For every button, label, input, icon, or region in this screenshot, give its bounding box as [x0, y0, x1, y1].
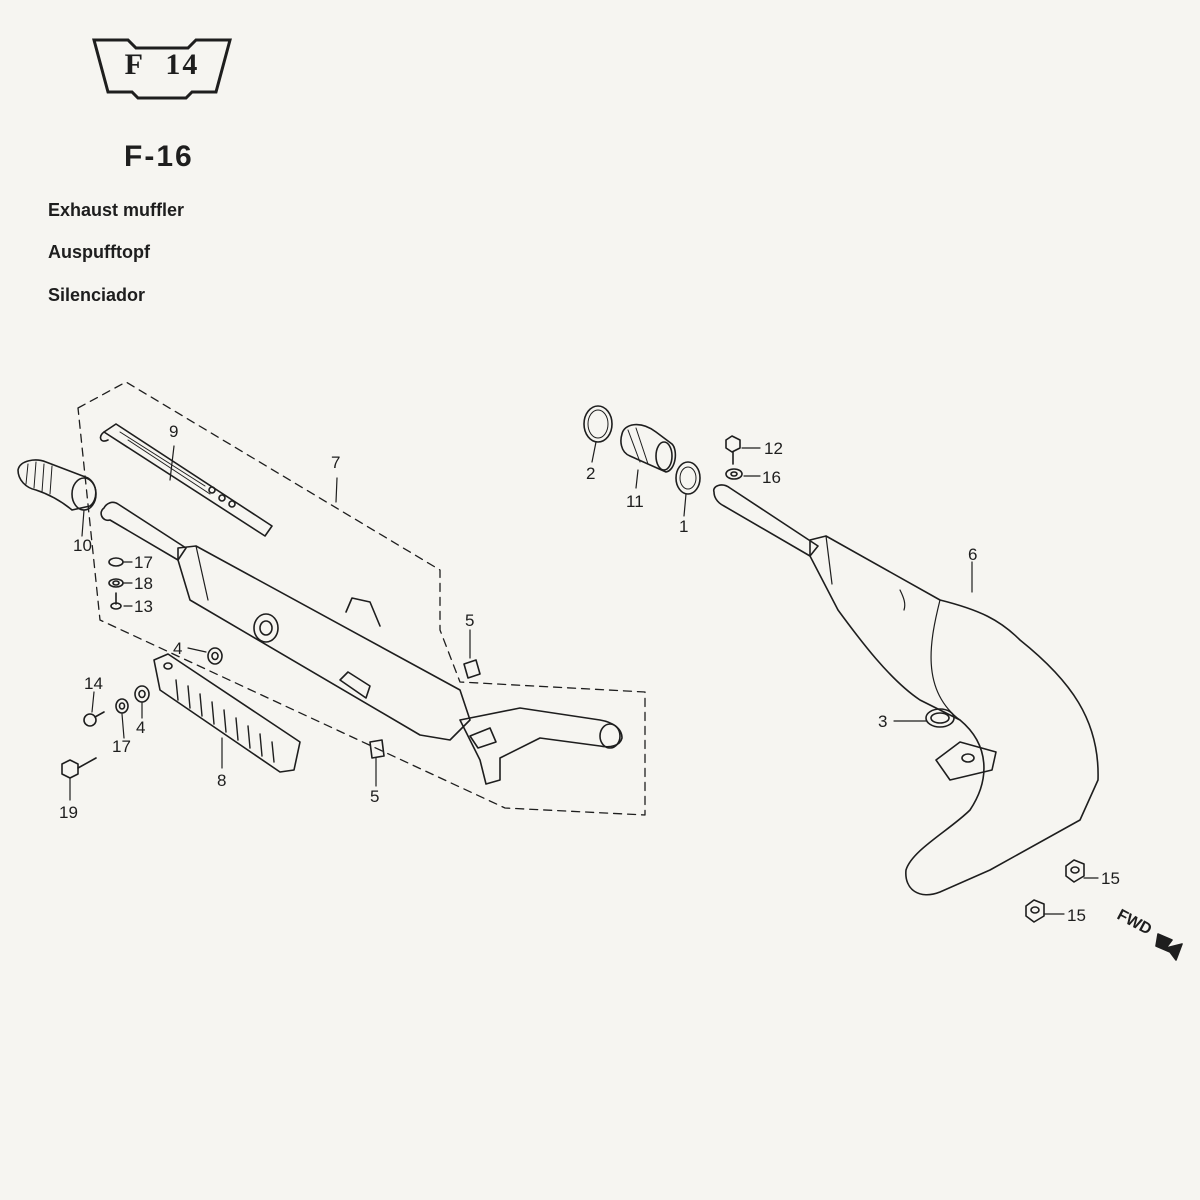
fwd-label: FWD — [1114, 907, 1154, 939]
callout-13: 13 — [134, 597, 153, 616]
part-rear-muffler — [100, 501, 623, 785]
callout-15b: 15 — [1067, 906, 1086, 925]
title-spanish: Silenciador — [48, 285, 146, 305]
badge-frame — [92, 38, 232, 100]
callout-10: 10 — [73, 536, 92, 555]
part-expansion-chamber — [712, 484, 1099, 896]
callout-5a: 5 — [465, 611, 474, 630]
part-gasket-3 — [925, 708, 955, 728]
part-nut-15a — [1065, 859, 1085, 883]
part-bolt-13 — [110, 592, 122, 610]
callout-17b: 17 — [112, 737, 131, 756]
callout-17a: 17 — [134, 553, 153, 572]
part-collar-5a — [463, 659, 481, 679]
callout-9: 9 — [169, 422, 178, 441]
assembly-outline — [77, 381, 646, 816]
part-joint-11 — [620, 423, 677, 473]
callout-16: 16 — [762, 468, 781, 487]
callout-4a: 4 — [173, 639, 182, 658]
callout-15a: 15 — [1101, 869, 1120, 888]
part-gasket-2 — [583, 405, 613, 443]
part-bolt-12 — [725, 435, 741, 465]
callout-6: 6 — [968, 545, 977, 564]
leader-lines — [69, 441, 1099, 915]
fwd-arrow-icon — [1155, 933, 1183, 961]
title-german: Auspufftopf — [48, 242, 150, 262]
part-gasket-1 — [675, 461, 701, 495]
part-rubber-elbow — [17, 459, 97, 511]
title-english: Exhaust muffler — [48, 200, 185, 220]
part-nut-15b — [1025, 899, 1045, 923]
part-washer-16 — [725, 468, 743, 480]
callout-18: 18 — [134, 574, 153, 593]
callout-1: 1 — [679, 517, 688, 536]
part-inner-pipe — [99, 423, 273, 537]
part-washer-17a — [108, 557, 124, 567]
part-washer-4b — [134, 685, 150, 703]
badge-text: F 14 — [124, 48, 200, 81]
callout-19: 19 — [59, 803, 78, 822]
callout-14: 14 — [84, 674, 103, 693]
part-bolt-19 — [61, 757, 97, 779]
part-washer-18 — [108, 578, 124, 588]
callout-7: 7 — [331, 453, 340, 472]
callout-12: 12 — [764, 439, 783, 458]
callout-2: 2 — [586, 464, 595, 483]
part-collar-5b — [369, 739, 385, 759]
part-washer-4a — [207, 647, 223, 665]
callout-5b: 5 — [370, 787, 379, 806]
callout-11: 11 — [626, 492, 644, 511]
callout-3: 3 — [878, 712, 887, 731]
section-code: F-16 — [124, 140, 194, 173]
part-bolt-14 — [83, 711, 105, 727]
callout-4b: 4 — [136, 718, 145, 737]
callout-8: 8 — [217, 771, 226, 790]
page-reference-badge: F 14 — [88, 36, 236, 102]
part-heat-shield — [153, 653, 301, 773]
part-washer-17b — [115, 698, 129, 714]
